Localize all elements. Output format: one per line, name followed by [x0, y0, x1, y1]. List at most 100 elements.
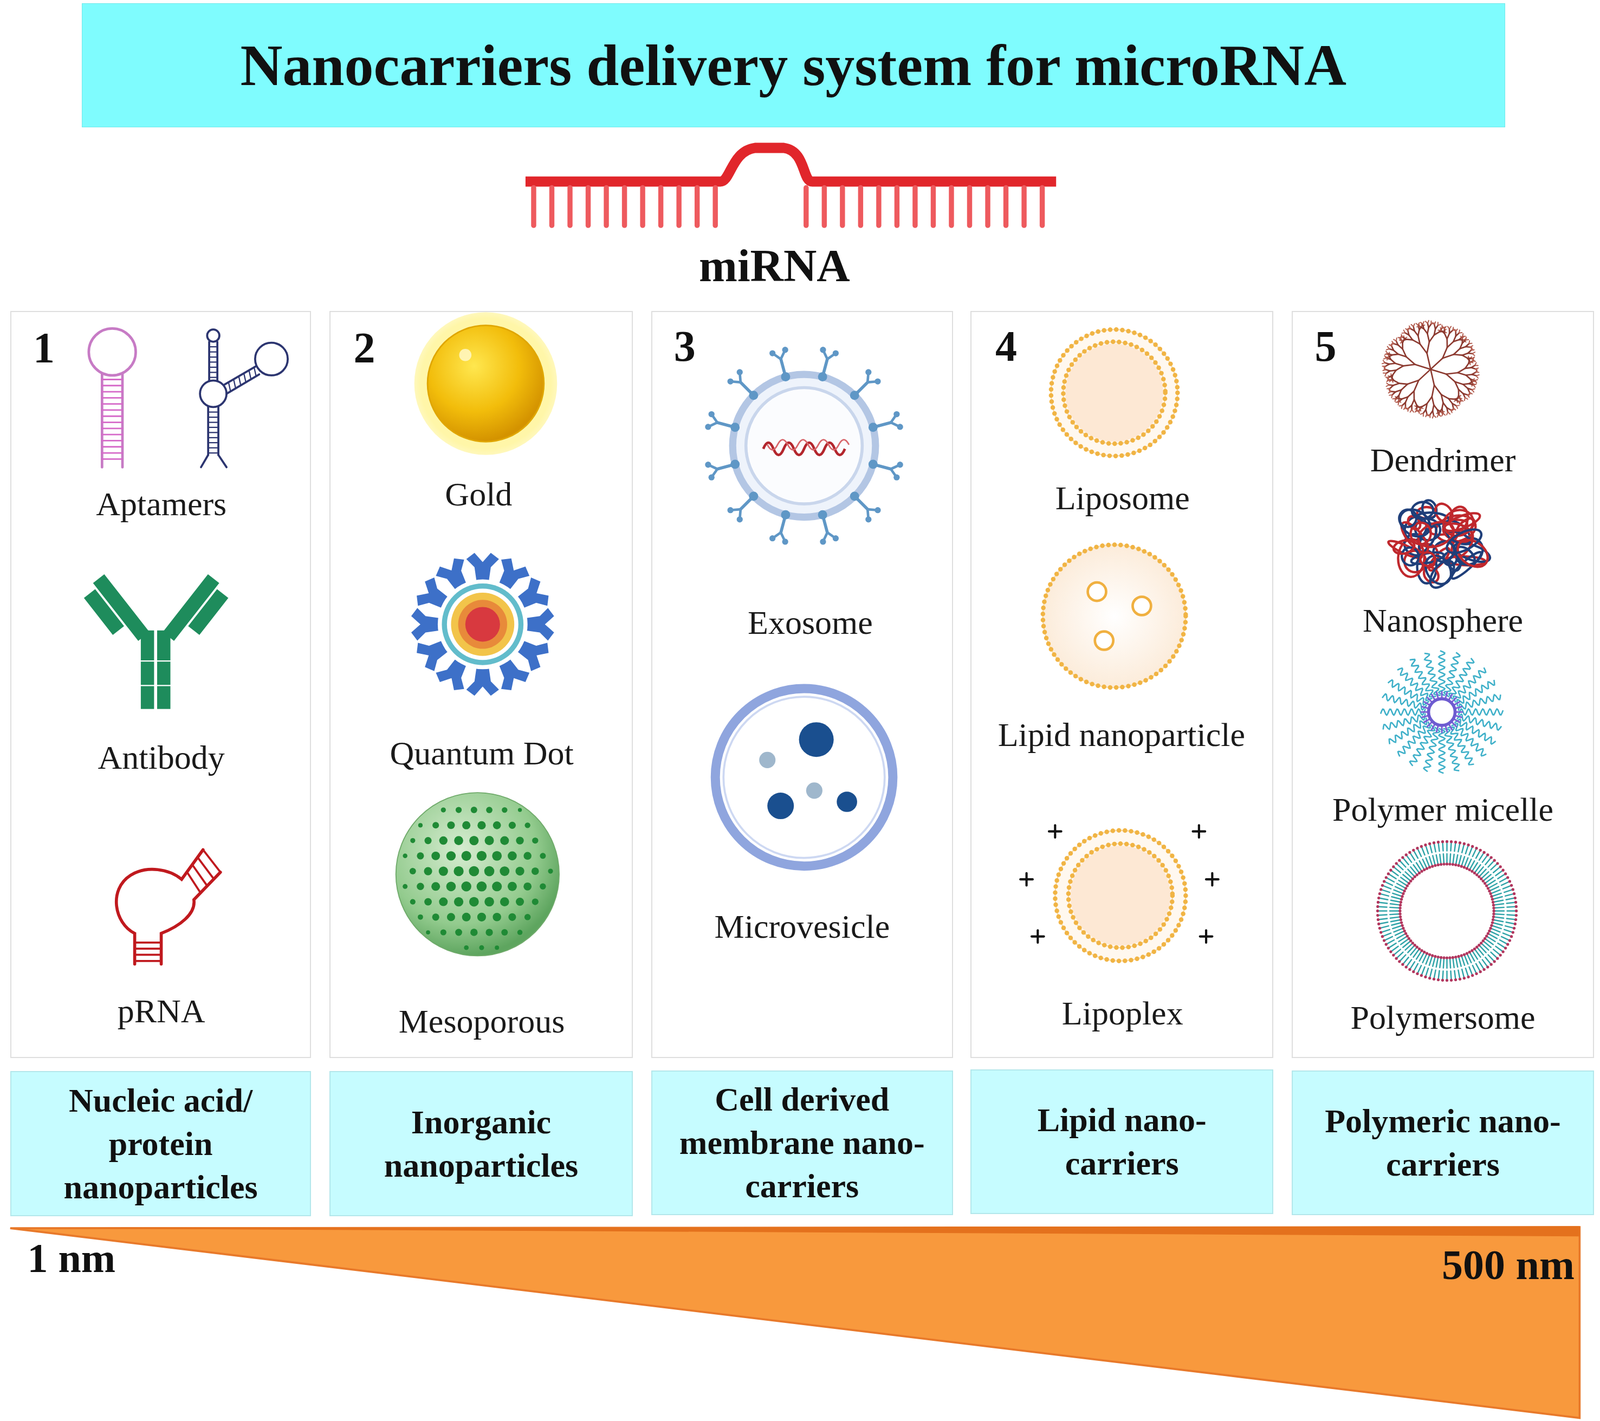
polymersome-chain: [1419, 860, 1425, 871]
polymersome-chain: [1389, 910, 1401, 912]
dendrimer-branch: [1427, 353, 1431, 369]
polymersome-chain: [1505, 894, 1514, 897]
mesoporous-pore: [478, 945, 484, 951]
mirna-base: [585, 187, 591, 226]
exosome-receptor: [890, 469, 897, 477]
mesoporous-pore: [402, 853, 407, 859]
polymersome-head: [1417, 947, 1421, 951]
polymersome-head: [1376, 918, 1380, 922]
lipid-heads: [1063, 341, 1165, 444]
polymersome-chain: [1382, 933, 1391, 937]
dendrimer-tip: [1385, 353, 1389, 356]
polymersome-head: [1492, 906, 1495, 910]
polymersome-head: [1501, 950, 1505, 954]
exosome-receptor-tip: [704, 423, 711, 430]
polymersome-head: [1510, 935, 1513, 938]
dendrimer-tip: [1474, 364, 1479, 366]
nanosphere-polymer: [1415, 523, 1440, 555]
exosome-receptor: [731, 509, 741, 510]
dendrimer-tip: [1385, 351, 1389, 354]
dendrimer-tip: [1415, 323, 1418, 326]
mesoporous-pore: [539, 883, 546, 890]
aptamer-rung: [209, 346, 218, 348]
polymersome-chain: [1406, 959, 1412, 968]
dendrimer-branch: [1434, 332, 1440, 336]
polymersome-head: [1433, 955, 1437, 958]
polymersome-chain: [1384, 881, 1393, 886]
dendrimer-tip: [1388, 376, 1391, 378]
polymersome-head: [1493, 859, 1496, 863]
mirna-base: [912, 187, 918, 226]
polymersome-chain: [1396, 883, 1407, 889]
polymersome-head: [1411, 849, 1415, 852]
dendrimer-branch: [1386, 358, 1391, 360]
dendrimer-tip: [1387, 387, 1391, 390]
aptamer-rung: [208, 421, 219, 423]
polymersome-chain: [1434, 843, 1436, 853]
polymersome-chain: [1429, 856, 1433, 867]
polymersome-chain: [1432, 956, 1436, 967]
mesoporous-pore: [446, 881, 457, 892]
polymersome-head: [1514, 909, 1518, 913]
polymersome-chain: [1491, 925, 1502, 929]
mesoporous-pore: [517, 929, 523, 936]
polymersome-chain: [1487, 883, 1498, 889]
dendrimer-branch: [1393, 350, 1398, 354]
dendrimer-branch: [1430, 369, 1435, 386]
micelle-chain: [1409, 659, 1437, 697]
dendrimer-tip: [1383, 358, 1387, 360]
polymersome-head: [1508, 938, 1512, 942]
polymersome-chain: [1395, 930, 1405, 936]
mirna-base: [839, 187, 845, 226]
mesoporous-pore: [454, 836, 464, 846]
polymersome-head: [1501, 869, 1505, 872]
polymersome-head: [1428, 842, 1431, 846]
polymersome-chain: [1429, 969, 1433, 978]
category-name: Lipid nano- carriers: [983, 1098, 1261, 1185]
polymersome-chain: [1393, 949, 1401, 956]
dendrimer-tip: [1415, 407, 1418, 410]
aptamer-rung: [243, 373, 246, 383]
aptamer-strand: [218, 455, 227, 468]
category-box: Lipid nano- carriers: [970, 1069, 1274, 1215]
micelle-core-chain: [1454, 715, 1462, 718]
dendrimer-tip: [1432, 322, 1435, 325]
micelle-core-chain: [1421, 711, 1429, 714]
polymersome-head: [1510, 884, 1513, 887]
dendrimer-branch: [1446, 407, 1448, 413]
mesoporous-pore: [432, 821, 439, 829]
polymersome-head: [1445, 840, 1449, 844]
polymersome-head: [1487, 889, 1491, 893]
polymersome-chain: [1390, 870, 1399, 876]
dendrimer-tip: [1438, 413, 1441, 417]
mesoporous-pore: [468, 866, 479, 877]
dendrimer-tip: [1462, 333, 1463, 338]
dendrimer-tip: [1468, 342, 1473, 345]
dendrimer-tip: [1388, 391, 1392, 394]
exosome-receptor: [739, 509, 741, 519]
polymersome-chain: [1497, 873, 1506, 879]
mirna-base: [894, 187, 900, 226]
polymersome-chain: [1395, 886, 1405, 892]
positive-charge: [1193, 830, 1206, 833]
carrier-name: Microvesicle: [714, 907, 891, 946]
dendrimer-tip: [1383, 367, 1386, 370]
polymersome-head: [1445, 862, 1449, 866]
dendrimer-tip: [1447, 411, 1450, 414]
polymersome-head: [1400, 921, 1403, 924]
dendrimer-tip: [1395, 396, 1398, 399]
dendrimer-branch: [1393, 380, 1399, 384]
polymersome-head: [1460, 954, 1463, 957]
exosome-receptor-tip: [769, 350, 776, 356]
dendrimer-tip: [1474, 379, 1478, 381]
polymersome-chain: [1449, 853, 1451, 865]
polymersome-chain: [1390, 903, 1401, 905]
dendrimer-branch: [1398, 390, 1402, 396]
mesoporous-pore: [453, 866, 464, 877]
dendrimer-tip: [1390, 373, 1392, 378]
polymersome-chain: [1391, 896, 1402, 900]
microvesicle-membrane: [715, 688, 893, 867]
dendrimer-tip: [1468, 392, 1470, 396]
dendrimer-branch: [1458, 372, 1467, 376]
polymersome-head: [1449, 979, 1453, 982]
